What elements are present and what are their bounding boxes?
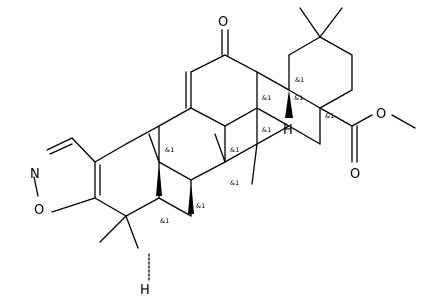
stereo-label-c10: &1 — [165, 146, 174, 154]
ketone-oxygen: O — [218, 15, 228, 30]
ring-b-bonds — [158, 107, 290, 181]
isoxazole-bonds — [33, 137, 96, 213]
ester-bonds — [319, 107, 416, 163]
methyl-bonds — [99, 133, 258, 249]
isoxazole-nitrogen: N — [30, 167, 40, 182]
ester-carbonyl-oxygen: O — [350, 167, 360, 182]
ring-a-bonds — [94, 125, 192, 217]
stereo-label-c17: &1 — [325, 112, 334, 120]
ester-alkoxy-oxygen: O — [376, 107, 386, 122]
stereo-label-c9: &1 — [230, 179, 239, 187]
stereo-label-c5: &1 — [160, 217, 169, 225]
ring-c-bonds — [185, 29, 258, 163]
hydrogen-label-bottom: H — [140, 283, 150, 298]
stereo-label-c18: &1 — [294, 94, 303, 102]
stereo-label-c13: &1 — [262, 94, 271, 102]
stereo-label-c5b: &1 — [196, 202, 205, 210]
stereo-label-c8: &1 — [230, 146, 239, 154]
isoxazole-oxygen: O — [34, 203, 44, 218]
wedge-bonds — [156, 90, 293, 214]
ring-e-bonds — [288, 7, 353, 109]
stereo-label-c19: &1 — [295, 76, 304, 84]
ring-d-bonds — [256, 71, 321, 145]
hydrogen-label-top: H — [283, 123, 293, 138]
stereo-label-c14: &1 — [262, 126, 271, 134]
